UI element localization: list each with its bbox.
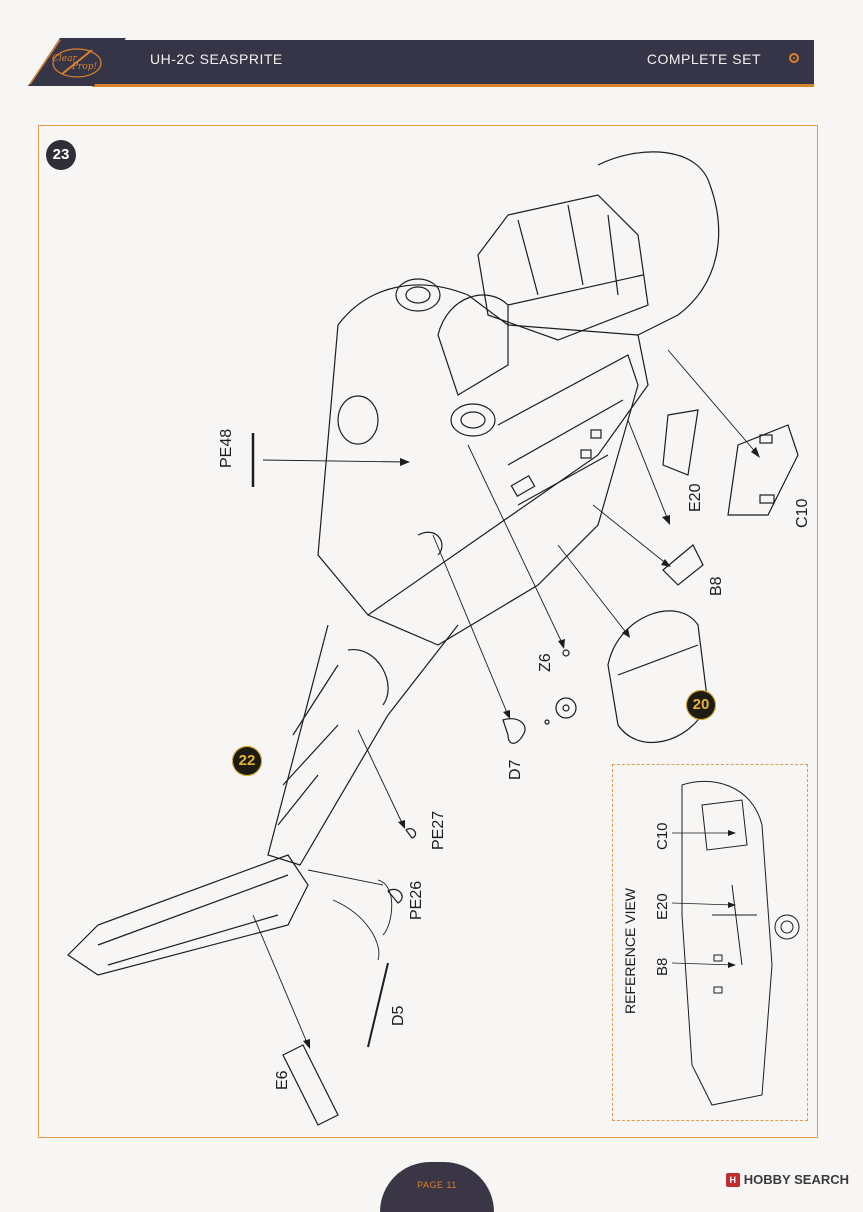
part-e20-shape bbox=[662, 409, 699, 476]
part-e6-shape bbox=[282, 1044, 339, 1126]
ref-label-b8: B8 bbox=[654, 957, 671, 976]
rotor-hub-cover bbox=[437, 294, 509, 396]
label-d5: D5 bbox=[390, 1005, 407, 1026]
engine-left bbox=[395, 278, 441, 312]
part-pe26-shape bbox=[387, 888, 403, 904]
page-header: Clear Prop! UH-2C SEASPRITE COMPLETE SET bbox=[22, 36, 817, 88]
assembly-drawing bbox=[67, 151, 800, 1126]
label-z6: Z6 bbox=[537, 653, 554, 672]
tail-boom bbox=[267, 624, 459, 866]
label-d7: D7 bbox=[507, 759, 524, 780]
label-pe27: PE27 bbox=[430, 810, 447, 850]
watermark-text: HOBBY SEARCH bbox=[743, 1172, 849, 1187]
header-set-label: COMPLETE SET bbox=[646, 51, 761, 67]
ref-label-e20: E20 bbox=[654, 893, 671, 920]
hobby-search-logo-icon: H bbox=[725, 1172, 740, 1187]
instruction-frame bbox=[38, 125, 818, 1138]
fuel-tank bbox=[607, 610, 709, 743]
reference-view-box bbox=[612, 764, 808, 1121]
engine-right bbox=[450, 403, 496, 437]
part-z6-shape bbox=[555, 697, 577, 719]
part-pe27-shape bbox=[405, 828, 417, 839]
label-pe26: PE26 bbox=[408, 880, 425, 920]
fuselage-upper bbox=[317, 284, 649, 616]
header-bar bbox=[92, 40, 814, 87]
reference-view-title: REFERENCE VIEW bbox=[622, 887, 638, 1014]
logo-text-bottom: Prop! bbox=[71, 62, 98, 72]
step-22-badge: 22 bbox=[232, 746, 262, 776]
step-20-badge: 20 bbox=[686, 690, 716, 720]
label-e20: E20 bbox=[687, 483, 704, 512]
cockpit-canopy bbox=[477, 194, 649, 341]
part-c10-shape bbox=[727, 424, 799, 516]
label-e6: E6 bbox=[274, 1070, 291, 1090]
part-d5-shape bbox=[367, 962, 389, 1048]
page-number: PAGE 11 bbox=[417, 1180, 457, 1190]
fuselage-nose bbox=[597, 151, 720, 336]
clear-prop-logo: Clear Prop! bbox=[28, 38, 126, 86]
label-pe48: PE48 bbox=[218, 428, 235, 468]
part-b8-shape bbox=[662, 544, 704, 586]
watermark: H HOBBY SEARCH bbox=[725, 1172, 849, 1187]
reference-fuselage bbox=[681, 780, 773, 1106]
page-number-tab: PAGE 11 bbox=[380, 1162, 494, 1212]
tail-fin bbox=[67, 854, 309, 976]
fuselage-side bbox=[367, 354, 639, 646]
label-c10: C10 bbox=[794, 498, 811, 528]
header-target-icon bbox=[789, 53, 799, 63]
part-d7-shape bbox=[502, 718, 526, 744]
header-title: UH-2C SEASPRITE bbox=[150, 51, 283, 67]
label-b8: B8 bbox=[708, 576, 725, 596]
step-23-badge: 23 bbox=[46, 140, 76, 170]
logo-text-top: Clear bbox=[52, 54, 77, 64]
ref-label-c10: C10 bbox=[654, 822, 671, 850]
